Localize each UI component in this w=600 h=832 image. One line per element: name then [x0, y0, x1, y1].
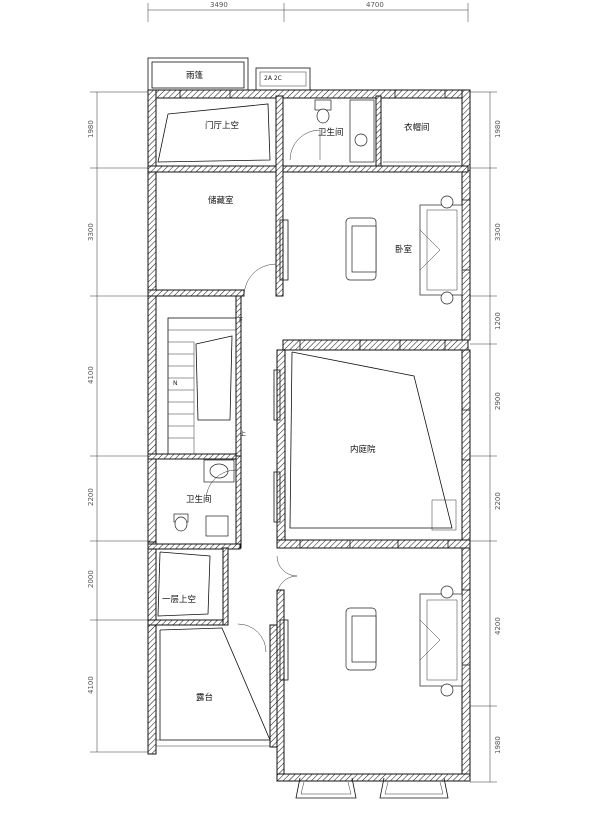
bathroom-mid: 卫生间 [173, 459, 237, 537]
bathroom-mid-label: 卫生间 [186, 494, 212, 505]
canopy: 雨篷 2A 2C [147, 57, 311, 91]
top-dimension-line: 3490 4700 [147, 1, 469, 22]
bedroom-2 [295, 585, 463, 799]
right-dim-label: 3300 [494, 223, 502, 241]
storage-label: 储藏室 [208, 195, 234, 206]
bedroom-1: 卧室 [345, 195, 463, 305]
top-dim-label: 4700 [366, 1, 384, 9]
right-dim-label: 1980 [494, 120, 502, 138]
courtyard: 内庭院 [289, 351, 457, 531]
right-dim-label: 4200 [494, 617, 502, 635]
stair-up-label: 上 [240, 430, 246, 438]
closet-label: 衣帽间 [404, 122, 430, 133]
foyer-void: 门厅上空 [157, 103, 271, 163]
exterior-walls [147, 89, 471, 782]
right-dimension-line: 1980 3300 1200 2900 2200 4200 1980 [470, 91, 502, 783]
storage: 储藏室 [208, 195, 277, 297]
left-dim-label: 2000 [87, 570, 95, 588]
interior-walls [147, 89, 471, 748]
courtyard-label: 内庭院 [350, 444, 376, 455]
marker-label: 2A 2C [264, 75, 282, 82]
terrace-label: 露台 [196, 692, 213, 703]
bathroom-top-label: 卫生间 [318, 127, 344, 138]
left-dim-label: 4100 [87, 366, 95, 384]
stairs: 下 上 N [167, 317, 246, 455]
left-dim-label: 2200 [87, 488, 95, 506]
void-1f: 一层上空 [157, 551, 298, 653]
stair-down-label: 下 [237, 317, 243, 324]
terrace: 露台 [156, 627, 271, 747]
left-dimension-line: 1980 3300 4100 2200 2000 4100 [87, 91, 148, 753]
canopy-label: 雨篷 [186, 70, 204, 81]
right-dim-label: 1980 [494, 736, 502, 754]
stair-mark: N [173, 380, 178, 387]
foyer-void-label: 门厅上空 [205, 120, 239, 131]
void-1f-label: 一层上空 [162, 594, 196, 605]
top-dim-label: 3490 [210, 1, 228, 9]
left-dim-label: 1980 [87, 120, 95, 138]
left-dim-label: 3300 [87, 223, 95, 241]
right-dim-label: 2200 [494, 492, 502, 510]
left-dim-label: 4100 [87, 676, 95, 694]
bathroom-top: 卫生间 [289, 99, 375, 163]
closet: 衣帽间 [383, 122, 460, 163]
bedroom-1-label: 卧室 [395, 244, 413, 255]
right-dim-label: 2900 [494, 392, 502, 410]
right-dim-label: 1200 [494, 312, 502, 330]
